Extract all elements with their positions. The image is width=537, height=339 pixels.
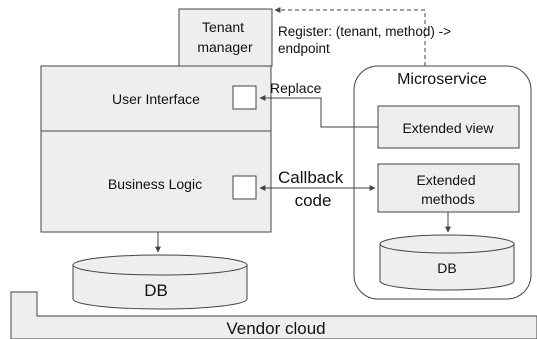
register-line-2: endpoint xyxy=(278,41,330,56)
callback-line-1: Callback xyxy=(278,168,344,187)
extended-methods-label: Extended methods xyxy=(416,172,479,207)
register-arrow xyxy=(274,7,426,66)
vendor-cloud-label: Vendor cloud xyxy=(226,319,325,338)
main-db-label: DB xyxy=(144,281,168,300)
callback-line-2: code xyxy=(295,191,332,210)
vendor-cloud-shape xyxy=(10,291,537,339)
extended-methods-line-2: methods xyxy=(421,191,475,207)
tenant-manager-box xyxy=(178,8,273,67)
logic-extension-point xyxy=(232,175,257,200)
microservice-db-label: DB xyxy=(437,260,456,276)
tenant-manager-line-2: manager xyxy=(197,39,253,55)
register-line-1: Register: (tenant, method) -> xyxy=(278,24,451,39)
microservice-db: DB xyxy=(379,234,515,291)
extended-view-label: Extended view xyxy=(402,120,494,136)
replace-arrow xyxy=(259,95,378,128)
replace-label: Replace xyxy=(270,80,322,96)
register-label: Register: (tenant, method) -> endpoint xyxy=(278,24,455,56)
main-db: DB xyxy=(72,254,248,310)
extended-methods-line-1: Extended xyxy=(416,172,475,188)
tenant-manager-line-1: Tenant xyxy=(202,19,244,35)
ui-extension-point xyxy=(232,85,257,110)
user-interface-label: User Interface xyxy=(112,91,200,107)
tenant-manager-label: Tenant manager xyxy=(197,19,253,55)
callback-label: Callback code xyxy=(278,168,348,210)
microservice-label: Microservice xyxy=(397,71,487,88)
extended-view-box xyxy=(377,105,520,149)
business-logic-label: Business Logic xyxy=(108,176,202,192)
extended-methods-box xyxy=(377,163,520,213)
